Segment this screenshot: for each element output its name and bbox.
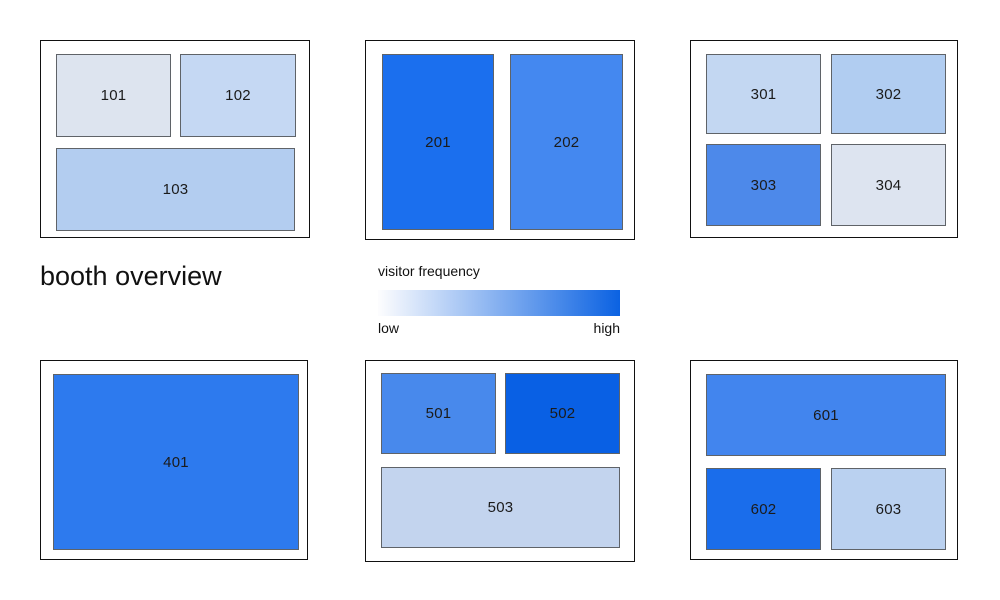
booth-label: 302 [875,85,902,103]
legend-high-label: high [593,320,620,336]
booth-502: 502 [505,373,620,454]
legend-labels: low high [378,320,620,336]
hall-600: 601 602 603 [690,360,958,560]
booth-503: 503 [381,467,620,548]
legend-low-label: low [378,320,400,336]
booth-label: 301 [750,85,777,103]
booth-301: 301 [706,54,821,134]
booth-label: 502 [549,405,576,422]
booth-label: 501 [425,405,452,422]
booth-label: 303 [750,176,777,194]
booth-602: 602 [706,468,821,550]
booth-202: 202 [510,54,623,230]
booth-303: 303 [706,144,821,226]
booth-label: 401 [163,453,189,471]
booth-304: 304 [831,144,946,226]
booth-103: 103 [56,148,295,231]
legend-gradient-bar [378,290,620,316]
hall-500: 501 502 503 [365,360,635,562]
booth-label: 503 [487,499,514,516]
booth-302: 302 [831,54,946,134]
hall-300: 301 302 303 304 [690,40,958,238]
hall-200: 201 202 [365,40,635,240]
booth-label: 304 [875,176,902,194]
booth-label: 201 [425,133,451,151]
booth-603: 603 [831,468,946,550]
booth-401: 401 [53,374,299,550]
visitor-frequency-legend: visitor frequency low high [378,263,620,336]
booth-label: 102 [225,87,251,104]
booth-601: 601 [706,374,946,456]
booth-label: 202 [553,133,580,151]
hall-100: 101 102 103 [40,40,310,238]
booth-label: 601 [813,406,839,424]
hall-400: 401 [40,360,308,560]
booth-label: 101 [100,87,127,104]
booth-101: 101 [56,54,171,137]
booth-102: 102 [180,54,296,137]
booth-501: 501 [381,373,496,454]
booth-201: 201 [382,54,494,230]
booth-label: 602 [750,500,777,518]
page-title: booth overview [40,261,222,291]
legend-title: visitor frequency [378,263,480,279]
booth-label: 603 [875,500,902,518]
booth-label: 103 [162,181,189,198]
